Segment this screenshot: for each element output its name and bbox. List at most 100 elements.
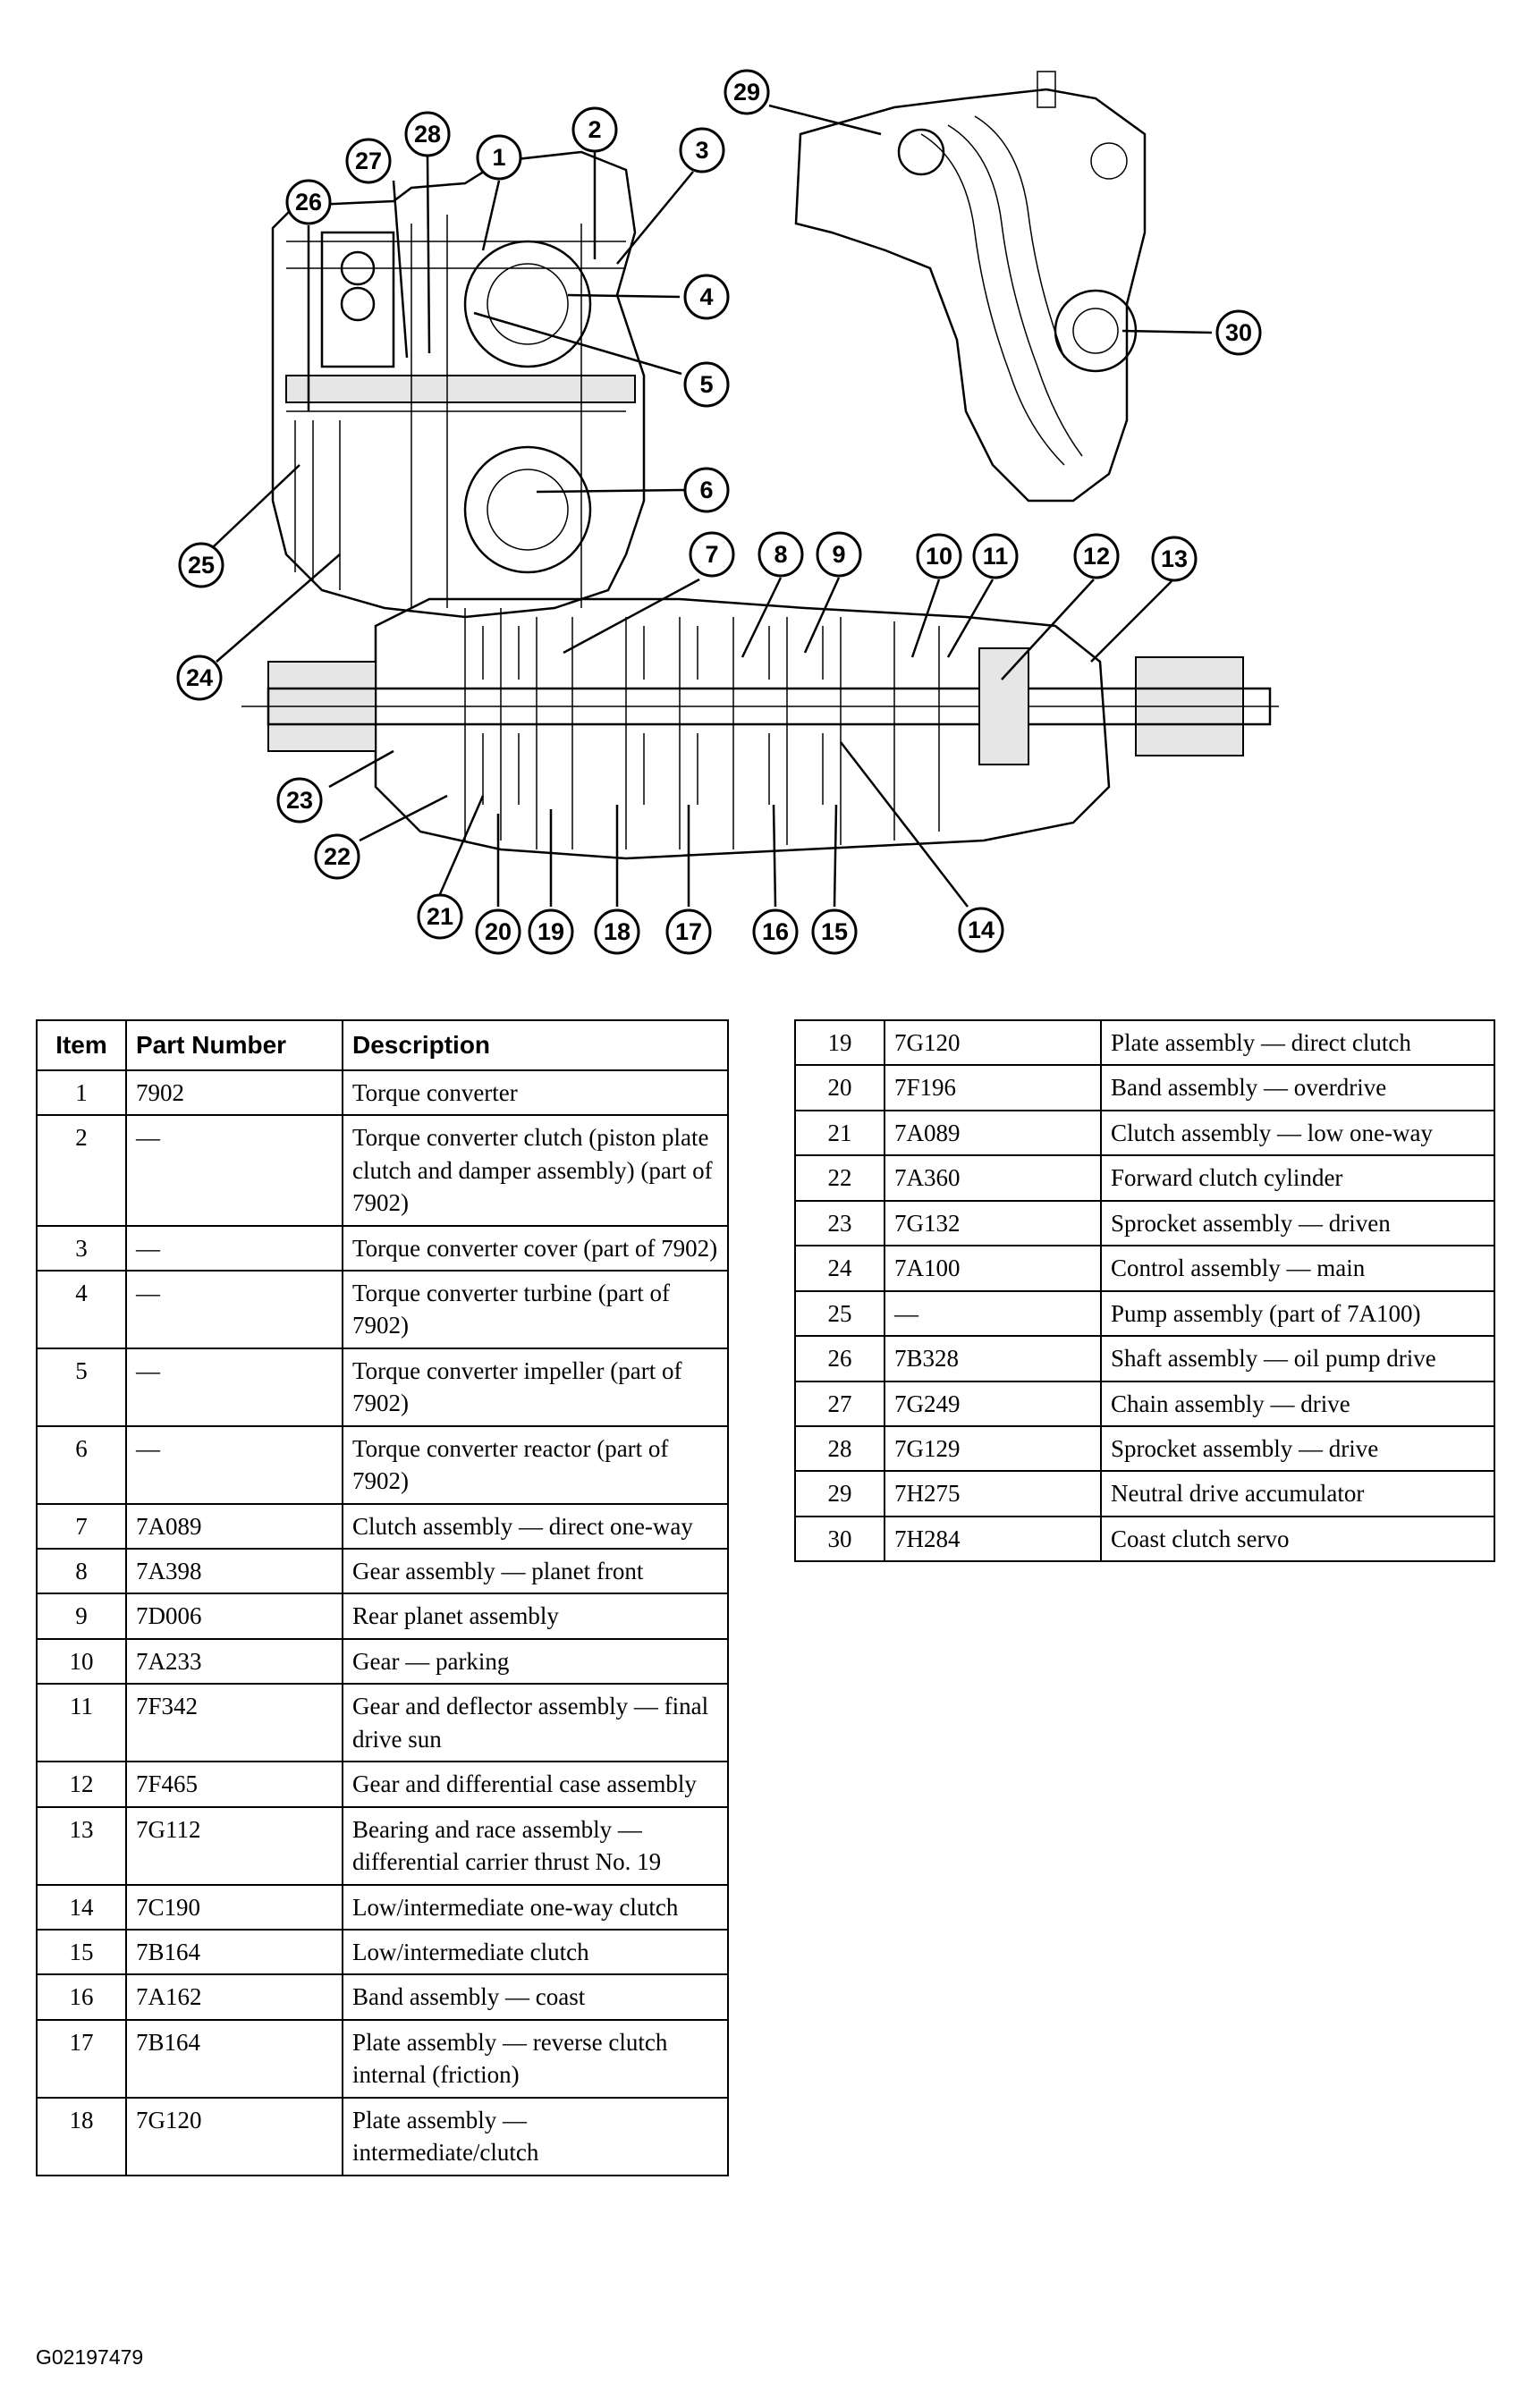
callout-18: 18 [594, 908, 640, 955]
svg-text:7: 7 [705, 541, 718, 568]
part-number-cell: 7G129 [884, 1424, 1102, 1473]
item-cell: 20 [794, 1064, 885, 1111]
callout-17: 17 [665, 908, 712, 955]
svg-text:8: 8 [774, 541, 787, 568]
callout-24: 24 [176, 655, 223, 701]
item-cell: 5 [36, 1347, 127, 1427]
description-cell: Gear — parking [342, 1637, 729, 1686]
column-header-part-number: Part Number [125, 1019, 343, 1071]
transmission-case-drawing [241, 597, 1279, 860]
svg-text:5: 5 [699, 371, 713, 398]
description-cell: Gear and differential case assembly [342, 1761, 729, 1808]
description-cell: Torque converter [342, 1069, 729, 1117]
description-cell: Torque converter impeller (part of 7902) [342, 1347, 729, 1427]
part-number-cell: 7A089 [125, 1502, 343, 1550]
part-number-cell: 7A233 [125, 1637, 343, 1686]
callout-2: 2 [571, 106, 618, 153]
svg-text:3: 3 [695, 137, 708, 164]
description-cell: Gear and deflector assembly — final driv… [342, 1683, 729, 1763]
callout-4: 4 [683, 274, 730, 320]
item-cell: 24 [794, 1245, 885, 1292]
svg-text:14: 14 [968, 917, 995, 943]
item-cell: 17 [36, 2018, 127, 2099]
part-number-cell: 7G249 [884, 1380, 1102, 1427]
part-number-cell: 7A089 [884, 1109, 1102, 1157]
callout-22: 22 [314, 833, 360, 880]
svg-text:9: 9 [832, 541, 845, 568]
callout-10: 10 [916, 533, 962, 579]
item-cell: 15 [36, 1928, 127, 1976]
leader-lines [212, 104, 1213, 908]
svg-text:28: 28 [414, 121, 441, 148]
callout-9: 9 [816, 531, 862, 578]
description-cell: Clutch assembly — direct one-way [342, 1502, 729, 1550]
item-cell: 10 [36, 1637, 127, 1686]
part-number-cell: 7G132 [884, 1199, 1102, 1247]
table-row: 5—Torque converter impeller (part of 790… [36, 1347, 729, 1427]
item-cell: 27 [794, 1380, 885, 1427]
table-row: 4—Torque converter turbine (part of 7902… [36, 1269, 729, 1349]
part-number-cell: 7A398 [125, 1548, 343, 1595]
part-number-cell: 7A360 [884, 1154, 1102, 1202]
description-cell: Pump assembly (part of 7A100) [1100, 1289, 1495, 1338]
svg-text:10: 10 [926, 543, 952, 570]
part-number-cell: 7G120 [125, 2096, 343, 2176]
part-number-cell: 7F196 [884, 1064, 1102, 1111]
callout-3: 3 [679, 127, 725, 173]
description-cell: Torque converter clutch (piston plate cl… [342, 1114, 729, 1227]
description-cell: Neutral drive accumulator [1100, 1470, 1495, 1517]
callout-20: 20 [475, 908, 521, 955]
description-cell: Torque converter turbine (part of 7902) [342, 1269, 729, 1349]
figure-id: G02197479 [36, 2345, 144, 2369]
item-cell: 23 [794, 1199, 885, 1247]
callout-13: 13 [1151, 536, 1198, 582]
torque-converter-housing-drawing [271, 150, 646, 619]
callout-21: 21 [417, 893, 463, 940]
column-header-item: Item [36, 1019, 127, 1071]
transmission-exploded-diagram: 1 2 3 4 5 6 7 8 9 10 11 12 13 14 15 16 1… [176, 69, 1279, 955]
column-header-description: Description [342, 1019, 729, 1071]
part-number-cell: 7B164 [125, 2018, 343, 2099]
callout-5: 5 [683, 361, 730, 408]
item-cell: 22 [794, 1154, 885, 1202]
table-header-row: Item Part Number Description [36, 1019, 729, 1071]
svg-text:20: 20 [485, 918, 512, 945]
callout-29: 29 [724, 69, 770, 115]
description-cell: Plate assembly — direct clutch [1100, 1018, 1495, 1067]
table-row: 6—Torque converter reactor (part of 7902… [36, 1424, 729, 1505]
svg-text:1: 1 [492, 144, 505, 171]
part-number-cell: 7B328 [884, 1335, 1102, 1382]
description-cell: Plate assembly — reverse clutch internal… [342, 2018, 729, 2099]
item-cell: 7 [36, 1502, 127, 1550]
description-cell: Bearing and race assembly — differential… [342, 1805, 729, 1886]
part-number-cell: — [884, 1289, 1102, 1338]
part-number-cell: — [125, 1424, 343, 1505]
description-cell: Torque converter cover (part of 7902) [342, 1224, 729, 1272]
item-cell: 12 [36, 1761, 127, 1808]
item-cell: 11 [36, 1683, 127, 1763]
part-number-cell: 7H275 [884, 1470, 1102, 1517]
description-cell: Control assembly — main [1100, 1245, 1495, 1292]
part-number-cell: — [125, 1269, 343, 1349]
svg-text:22: 22 [324, 843, 351, 870]
svg-text:2: 2 [588, 116, 601, 143]
svg-text:15: 15 [821, 918, 848, 945]
part-number-cell: 7902 [125, 1069, 343, 1117]
item-cell: 30 [794, 1515, 885, 1563]
table-row: 25—Pump assembly (part of 7A100) [794, 1289, 1495, 1338]
item-cell: 18 [36, 2096, 127, 2176]
svg-text:25: 25 [188, 552, 215, 579]
svg-text:29: 29 [733, 79, 760, 106]
part-number-cell: 7F465 [125, 1761, 343, 1808]
item-cell: 9 [36, 1593, 127, 1640]
